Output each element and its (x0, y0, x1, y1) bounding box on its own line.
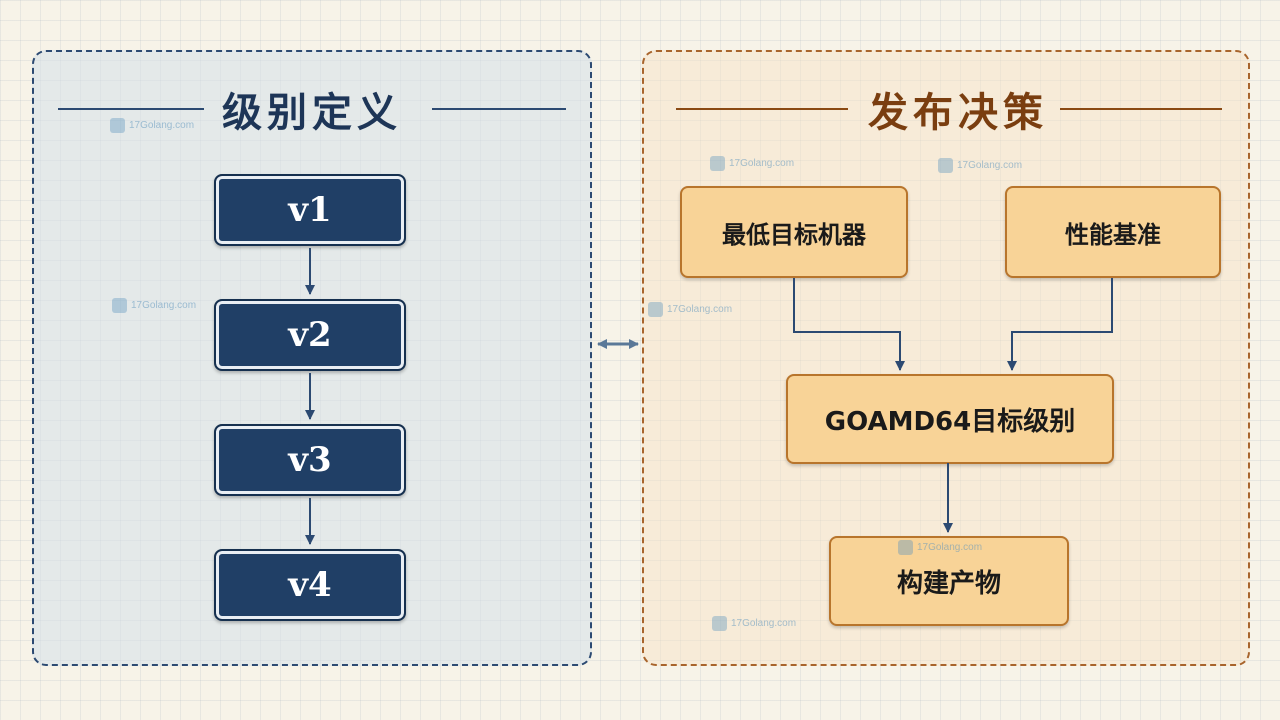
watermark: 17Golang.com (898, 540, 982, 555)
watermark: 17Golang.com (938, 158, 1022, 173)
watermark-logo-icon (648, 302, 663, 317)
level-box-v2: v2 (214, 299, 406, 371)
watermark: 17Golang.com (112, 298, 196, 313)
watermark-logo-icon (938, 158, 953, 173)
title-rule-left (676, 108, 848, 110)
goamd64-level-box: GOAMD64目标级别 (786, 374, 1114, 464)
level-box-v1: v1 (214, 174, 406, 246)
level-definition-title: 级别定义 (222, 89, 402, 136)
watermark: 17Golang.com (712, 616, 796, 631)
watermark: 17Golang.com (648, 302, 732, 317)
performance-benchmark-box: 性能基准 (1005, 186, 1221, 278)
level-box-v4: v4 (214, 549, 406, 621)
watermark: 17Golang.com (710, 156, 794, 171)
watermark-logo-icon (110, 118, 125, 133)
watermark-logo-icon (898, 540, 913, 555)
watermark-logo-icon (112, 298, 127, 313)
watermark-logo-icon (710, 156, 725, 171)
watermark-logo-icon (712, 616, 727, 631)
title-rule-right (1060, 108, 1222, 110)
title-rule-left (58, 108, 204, 110)
watermark: 17Golang.com (110, 118, 194, 133)
release-decision-panel: 发布决策 最低目标机器 性能基准 GOAMD64目标级别 构建产物 (642, 50, 1250, 666)
build-artifact-box: 构建产物 (829, 536, 1069, 626)
min-target-machine-box: 最低目标机器 (680, 186, 908, 278)
title-rule-right (432, 108, 566, 110)
level-box-v3: v3 (214, 424, 406, 496)
release-decision-title: 发布决策 (868, 89, 1048, 136)
level-definition-panel: 级别定义 v1 v2 v3 v4 (32, 50, 592, 666)
